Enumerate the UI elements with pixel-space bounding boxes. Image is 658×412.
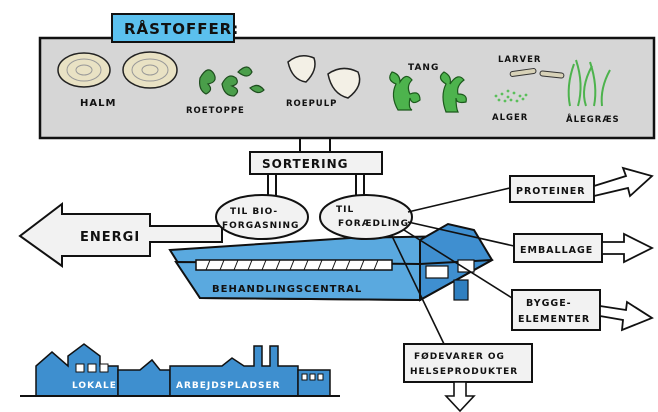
foraedling-bubble: [319, 194, 413, 240]
seaweed-icon: [389, 71, 467, 113]
straw-bales-icon: [57, 51, 178, 89]
proteiner-arrow: [593, 166, 654, 198]
bygge-line2: ELEMENTER: [518, 314, 590, 325]
label-halm: HALM: [80, 98, 116, 109]
title: RÅSTOFFER:: [124, 19, 239, 38]
bygge-line1: BYGGE-: [526, 298, 572, 309]
behandlingscentral-building: [168, 222, 494, 302]
village-arbejdspladser: ARBEJDSPLADSER: [176, 381, 281, 391]
village-lokale: LOKALE: [72, 381, 117, 391]
label-alger: ALGER: [492, 113, 528, 123]
foedevarer-box: [403, 343, 533, 383]
sortering-label: SORTERING: [262, 157, 349, 171]
algae-icon: [494, 89, 528, 103]
central-label: BEHANDLINGSCENTRAL: [212, 284, 362, 295]
larvae-icon: [509, 68, 565, 79]
proteiner-box: [509, 175, 595, 203]
foraedling-line1: TIL: [336, 205, 354, 215]
energi-arrow: [18, 201, 223, 268]
label-larver: LARVER: [498, 55, 541, 65]
title-box: [111, 13, 235, 43]
biogas-line1: TIL BIO-: [230, 207, 278, 217]
beet-pulp-icon: [287, 55, 361, 99]
label-roetoppe: ROETOPPE: [186, 106, 245, 116]
foraedling-line2: FORÆDLING: [338, 219, 409, 229]
proteiner-label: PROTEINER: [516, 186, 586, 197]
foedevarer-arrow: [444, 381, 476, 412]
bygge-arrow: [599, 300, 654, 332]
emballage-box: [513, 233, 603, 263]
energi-label: ENERGI: [80, 230, 140, 245]
village-windows: [75, 363, 324, 381]
connector-lines: [267, 138, 365, 198]
bygge-box: [511, 289, 601, 331]
sortering-box: [249, 151, 383, 175]
biogas-line2: FORGASNING: [222, 221, 299, 231]
output-lines: [391, 187, 515, 345]
eelgrass-icon: [567, 59, 611, 107]
building-window-strip: [195, 259, 393, 271]
label-roepulp: ROEPULP: [286, 99, 337, 109]
biogas-bubble: [215, 194, 309, 240]
emballage-arrow: [601, 232, 655, 264]
emballage-label: EMBALLAGE: [520, 245, 593, 256]
label-tang: TANG: [408, 63, 439, 73]
label-aalegraes: ÅLEGRÆS: [566, 114, 620, 125]
beet-tops-icon: [199, 66, 265, 97]
foedevarer-line2: HELSEPRODUKTER: [410, 367, 518, 377]
foedevarer-line1: FØDEVARER OG: [414, 351, 505, 362]
